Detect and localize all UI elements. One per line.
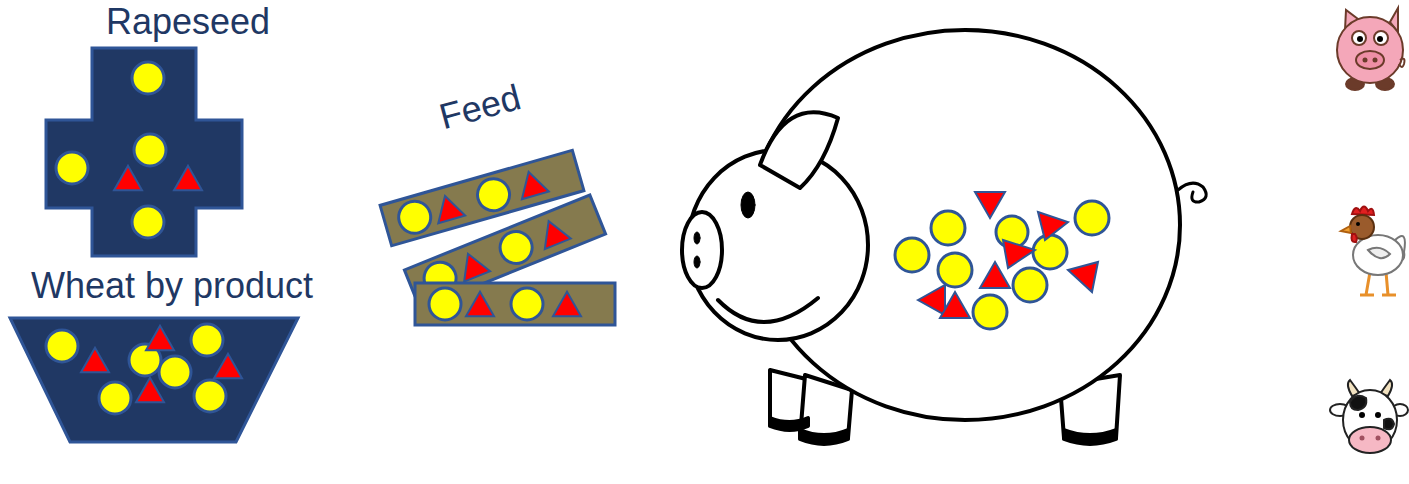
red-triangle <box>1038 212 1068 240</box>
node-label: Feed <box>435 77 525 136</box>
red-triangle <box>136 378 164 402</box>
pig-nostril <box>694 256 700 268</box>
yellow-dot <box>99 382 131 414</box>
pig-tail <box>1178 183 1206 202</box>
yellow-dot <box>191 324 223 356</box>
yellow-dot <box>56 152 88 184</box>
feed-bar <box>415 283 615 325</box>
icon-nostril <box>1363 58 1368 63</box>
red-triangle <box>1068 262 1098 292</box>
pig-smile <box>718 298 818 322</box>
red-triangle <box>536 216 571 249</box>
cross-shape <box>46 48 242 256</box>
red-triangle <box>146 326 174 350</box>
small-pig-icon <box>1337 8 1405 90</box>
feed-bars: Feed <box>360 55 640 340</box>
cow-muzzle <box>1349 427 1391 453</box>
pig-hoof <box>800 430 848 444</box>
chicken-wing <box>1368 248 1390 258</box>
cow-nostril <box>1360 436 1365 441</box>
red-triangle <box>466 292 494 316</box>
yellow-dot <box>429 288 461 320</box>
bowl-shape <box>10 318 298 442</box>
rapeseed-cross-art <box>46 48 242 256</box>
yellow-dot <box>495 227 537 269</box>
node-label: Wheat by product <box>31 266 313 306</box>
pig-hoof <box>770 418 808 430</box>
yellow-dot <box>132 206 164 238</box>
icon-tail <box>1399 59 1405 67</box>
chicken-icon <box>1341 207 1405 296</box>
chicken-eye <box>1356 222 1360 226</box>
red-triangle <box>918 285 945 315</box>
icon-face <box>1337 17 1403 83</box>
cow-spot <box>1384 419 1394 430</box>
yellow-dot <box>395 198 435 238</box>
icon-pupil <box>1357 36 1363 42</box>
yellow-dot <box>1075 201 1109 235</box>
feed-bar-rect <box>415 283 615 325</box>
wheat-bowl-art <box>10 318 298 442</box>
red-triangle <box>174 166 202 190</box>
yellow-dot <box>511 288 543 320</box>
yellow-dot <box>194 380 226 412</box>
yellow-dot <box>134 134 166 166</box>
yellow-dot <box>938 253 972 287</box>
red-triangle <box>940 292 970 318</box>
node-label: Rapeseed <box>106 2 270 42</box>
icon-eye <box>1374 31 1388 45</box>
yellow-dot <box>895 238 929 272</box>
yellow-dot <box>1033 235 1067 269</box>
red-triangle <box>515 168 549 199</box>
icon-snout <box>1356 51 1384 69</box>
icon-pupil <box>1377 36 1383 42</box>
yellow-dot <box>1013 268 1047 302</box>
cow-spot <box>1350 396 1366 410</box>
feed-bars-art <box>380 150 615 325</box>
red-triangle <box>214 354 242 378</box>
chicken-body <box>1353 235 1403 275</box>
chicken-wattle <box>1352 234 1357 242</box>
pig-hoof <box>1064 430 1116 444</box>
red-triangle <box>81 348 109 372</box>
red-triangle <box>455 249 490 282</box>
icon-eye <box>1352 31 1366 45</box>
pig-contents <box>895 192 1109 329</box>
yellow-dot <box>474 175 514 215</box>
icon-nostril <box>1373 58 1378 63</box>
yellow-dot <box>973 295 1007 329</box>
red-triangle <box>1003 240 1035 268</box>
red-triangle <box>114 166 142 190</box>
red-triangle <box>975 192 1005 218</box>
cow-eye <box>1359 412 1365 418</box>
pig-eye <box>741 192 755 218</box>
yellow-dot <box>931 211 965 245</box>
red-triangle <box>553 292 581 316</box>
pig-ear <box>760 112 838 188</box>
chicken-beak <box>1341 226 1351 233</box>
wheat-bowl: Wheat by product <box>0 262 345 452</box>
yellow-dot <box>132 62 164 94</box>
yellow-dot <box>46 330 78 362</box>
pig-nostril <box>694 232 700 244</box>
pig-snout <box>682 212 722 288</box>
red-triangle <box>980 262 1010 288</box>
big-pig <box>682 30 1206 444</box>
red-triangle <box>432 192 466 223</box>
chicken-comb <box>1352 207 1374 216</box>
yellow-dot <box>159 356 191 388</box>
cow-icon <box>1330 380 1408 453</box>
cow-eye <box>1375 412 1381 418</box>
rapeseed-cross: Rapeseed <box>38 0 274 262</box>
cow-nostril <box>1376 436 1381 441</box>
